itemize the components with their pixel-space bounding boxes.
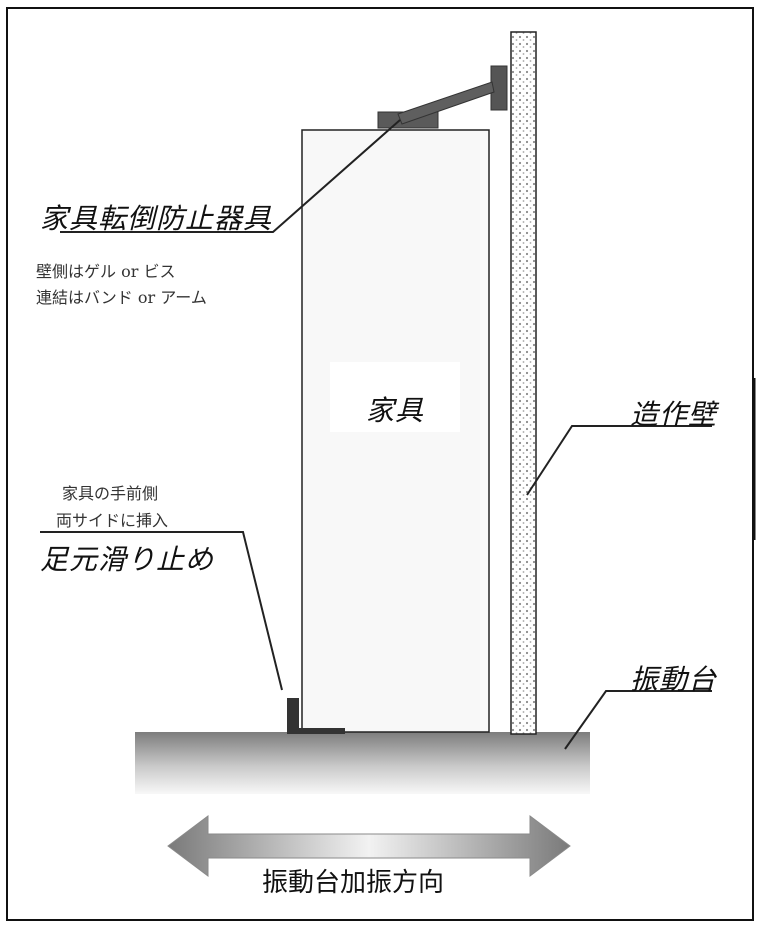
- stopper-note-2: 両サイドに挿入: [56, 511, 169, 530]
- device-note-1: 壁側はゲル or ビス: [36, 262, 176, 281]
- furniture-label: 家具: [366, 394, 425, 427]
- wall-panel: [510, 31, 537, 735]
- stopper-label: 足元滑り止め: [40, 543, 215, 576]
- stopper-vertical: [287, 698, 299, 734]
- wall-label: 造作壁: [630, 398, 718, 431]
- device-note-2: 連結はバンド or アーム: [36, 288, 207, 307]
- stopper-note-1: 家具の手前側: [62, 484, 159, 503]
- device-label: 家具転倒防止器具: [40, 202, 273, 235]
- direction-label: 振動台加振方向: [262, 868, 445, 898]
- leader-stopper: [40, 531, 283, 691]
- leader-wall: [526, 425, 712, 496]
- leader-device: [60, 119, 401, 233]
- stopper-horizontal: [287, 728, 345, 734]
- table-label: 振動台: [630, 663, 718, 696]
- leader-table: [564, 690, 712, 750]
- furniture-shade: [330, 362, 460, 432]
- shake-table: [135, 732, 590, 794]
- direction-arrow: [167, 815, 571, 877]
- bracket-arm: [397, 81, 495, 125]
